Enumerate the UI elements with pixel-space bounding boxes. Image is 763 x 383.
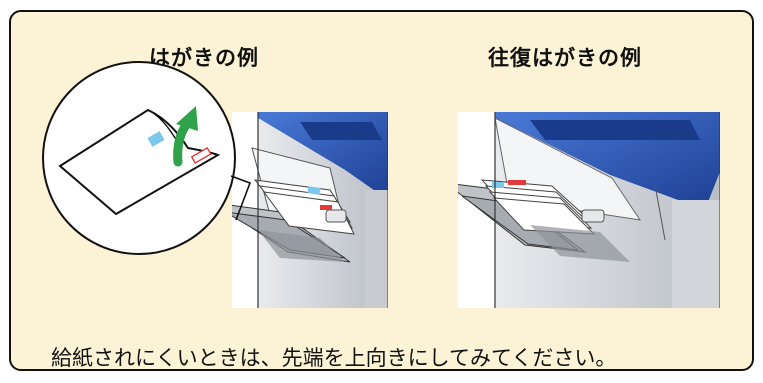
heading-reply-postcard-example: 往復はがきの例 xyxy=(488,46,642,70)
printer-left-icon xyxy=(232,112,388,308)
printer-right-icon xyxy=(458,112,720,308)
up-arrow-icon xyxy=(173,106,198,167)
curled-postcard-icon xyxy=(42,61,252,255)
caption-tip: 給紙されにくいときは、先端を上向きにしてみてください。 xyxy=(51,346,617,370)
